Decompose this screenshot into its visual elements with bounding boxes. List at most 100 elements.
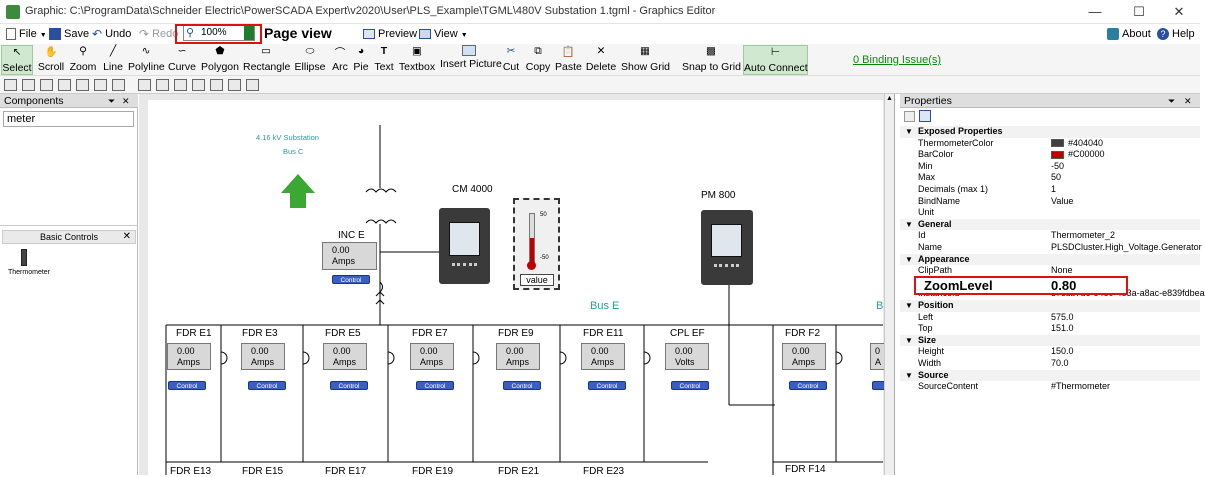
color-swatch[interactable] xyxy=(1051,150,1064,159)
property-row[interactable]: ThermometerColor#404040 xyxy=(900,138,1200,150)
tool-select[interactable]: ↖Select xyxy=(1,45,33,75)
undo-button[interactable]: ↶Undo xyxy=(92,27,132,42)
maximize-button[interactable]: ☐ xyxy=(1133,4,1145,19)
property-value[interactable]: 70.0 xyxy=(1051,358,1069,368)
view-menu[interactable]: View ▼ xyxy=(419,26,468,42)
distribute-icon[interactable] xyxy=(112,79,125,91)
basic-controls-header[interactable]: Basic Controls ✕ xyxy=(2,230,136,244)
preview-button[interactable]: Preview xyxy=(363,26,417,42)
flip-horizontal-icon[interactable] xyxy=(138,79,151,91)
bring-front-icon[interactable] xyxy=(174,79,187,91)
feeder-control-button[interactable]: Control xyxy=(671,381,709,390)
tool-delete[interactable]: ✕Delete xyxy=(585,45,617,73)
pin-icon[interactable]: ⏷ xyxy=(1168,96,1176,106)
minimize-button[interactable]: — xyxy=(1088,4,1102,19)
feeder-control-button[interactable]: Control xyxy=(588,381,626,390)
more-icon[interactable] xyxy=(246,79,259,91)
property-value[interactable]: 150.0 xyxy=(1051,346,1074,357)
property-category[interactable]: ▼Appearance xyxy=(900,253,1200,266)
tool-auto-connect[interactable]: ⊢Auto Connect xyxy=(743,45,808,75)
sort-alpha-icon[interactable] xyxy=(919,110,931,122)
components-search-input[interactable]: meter xyxy=(3,111,134,127)
size-icon[interactable] xyxy=(228,79,241,91)
feeder-control-button[interactable]: Control xyxy=(789,381,827,390)
tool-snap-to-grid[interactable]: ▩Snap to Grid xyxy=(682,45,741,73)
thermometer-control[interactable]: 50 -50 value xyxy=(513,198,560,290)
tool-cut[interactable]: ✂Cut xyxy=(502,45,520,73)
collapse-icon[interactable]: ▼ xyxy=(905,301,913,310)
feeder-control-button[interactable]: Control xyxy=(248,381,286,390)
zoom-dropdown-button[interactable] xyxy=(244,26,254,40)
property-category[interactable]: ▼Exposed Properties xyxy=(900,126,1200,138)
collapse-icon[interactable]: ▼ xyxy=(905,254,913,264)
property-value[interactable]: Value xyxy=(1051,195,1074,206)
tool-copy[interactable]: ⧉Copy xyxy=(525,45,551,73)
property-row[interactable]: BarColor#C00000 xyxy=(900,149,1200,161)
close-button[interactable]: ✕ xyxy=(1173,4,1185,19)
inc-e-control-button[interactable]: Control xyxy=(332,275,370,284)
property-value[interactable]: #C00000 xyxy=(1051,149,1197,160)
save-button[interactable]: Save xyxy=(49,26,89,42)
collapse-icon[interactable]: ▼ xyxy=(905,370,913,380)
collapse-icon[interactable]: ▼ xyxy=(905,335,913,345)
property-value[interactable]: Thermometer_2 xyxy=(1051,230,1116,241)
group-icon[interactable] xyxy=(58,79,71,91)
cm4000-meter[interactable] xyxy=(439,208,490,284)
help-button[interactable]: ?Help xyxy=(1157,26,1195,42)
property-row[interactable]: Min-50 xyxy=(900,161,1200,173)
refresh-icon[interactable] xyxy=(40,79,53,91)
tool-arc[interactable]: ⌒Arc xyxy=(332,47,348,73)
feeder-control-button[interactable]: Control xyxy=(330,381,368,390)
drawing-canvas[interactable]: 4.16 kV Substation Bus C CM 4000 50 -50 … xyxy=(148,100,890,477)
property-value[interactable]: #404040 xyxy=(1051,138,1197,149)
rotate-icon[interactable] xyxy=(22,79,35,91)
property-value[interactable]: None xyxy=(1051,265,1073,276)
flip-vertical-icon[interactable] xyxy=(156,79,169,91)
tool-show-grid[interactable]: ▦Show Grid xyxy=(621,45,671,73)
about-button[interactable]: About xyxy=(1107,26,1151,42)
ungroup-icon[interactable] xyxy=(76,79,89,91)
component-thermometer[interactable]: Thermometer xyxy=(8,249,68,285)
scroll-up-icon[interactable]: ▲ xyxy=(886,95,893,102)
tool-polygon[interactable]: ⬟Polygon xyxy=(201,45,239,73)
binding-issues-link[interactable]: 0 Binding Issue(s) xyxy=(853,54,942,66)
tool-curve[interactable]: ∽Curve xyxy=(168,45,197,73)
tool-line[interactable]: ╱Line xyxy=(103,45,123,73)
tool-rectangle[interactable]: ▭Rectangle xyxy=(243,45,291,73)
property-value[interactable]: PLSDCluster.High_Voltage.Generator xyxy=(1051,242,1202,252)
feeder-control-button[interactable]: Control xyxy=(416,381,454,390)
collapse-icon[interactable]: ▼ xyxy=(905,219,913,229)
pin-icon[interactable]: ⏷ xyxy=(108,96,116,106)
tool-pie[interactable]: ◕Pie xyxy=(353,45,369,73)
tool-polyline[interactable]: ∿Polyline xyxy=(128,45,165,73)
property-value[interactable]: 50 xyxy=(1051,172,1062,183)
feeder-control-button[interactable]: Control xyxy=(503,381,541,390)
property-value[interactable]: -50 xyxy=(1051,160,1065,171)
tool-zoom[interactable]: ⚲Zoom xyxy=(69,45,97,73)
tool-textbox[interactable]: ▣Textbox xyxy=(398,45,436,73)
close-icon[interactable]: ✕ xyxy=(122,231,131,242)
color-swatch[interactable] xyxy=(1051,139,1064,148)
tool-ellipse[interactable]: ⬭Ellipse xyxy=(294,45,326,73)
property-row[interactable]: Unit xyxy=(900,207,1200,219)
property-category[interactable]: ▼Source xyxy=(900,369,1200,382)
property-value[interactable]: #Thermometer xyxy=(1051,381,1111,392)
close-icon[interactable]: ✕ xyxy=(1184,96,1192,106)
property-row[interactable]: SourceContent#Thermometer xyxy=(900,381,1200,393)
categorized-view-icon[interactable] xyxy=(904,111,915,122)
property-category[interactable]: ▼Position xyxy=(900,300,1200,312)
property-row[interactable]: Decimals (max 1)1 xyxy=(900,184,1200,196)
property-category[interactable]: ▼Size xyxy=(900,334,1200,347)
align-icon[interactable] xyxy=(94,79,107,91)
property-category[interactable]: ▼General xyxy=(900,218,1200,231)
property-value[interactable]: 575.0 xyxy=(1051,311,1074,322)
property-value[interactable]: 151.0 xyxy=(1051,323,1074,334)
